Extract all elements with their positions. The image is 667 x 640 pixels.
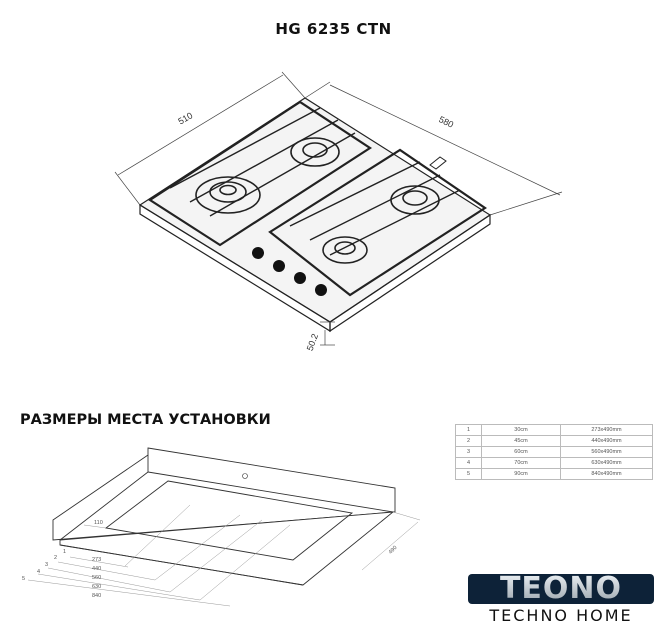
svg-text:630: 630	[92, 584, 101, 590]
width-dims: 273 440 560 630 840 1 2 3 4 5	[22, 549, 101, 599]
hob-drawing	[114, 71, 563, 346]
logo-sub-text: TECHNO HOME	[489, 606, 633, 625]
dim-cutout-depth: 490	[388, 545, 399, 556]
svg-text:3: 3	[45, 562, 48, 568]
dim-depth: 580	[437, 114, 455, 130]
dim-width: 510	[176, 110, 194, 126]
svg-text:4: 4	[37, 569, 40, 575]
svg-text:5: 5	[22, 576, 25, 582]
cutout-drawing	[27, 447, 421, 607]
svg-text:560: 560	[92, 575, 101, 581]
knobs	[252, 247, 327, 296]
page-title: HG 6235 CTN	[275, 20, 392, 38]
logo-main-text: TEONO	[499, 571, 623, 606]
dim-offset: 110	[94, 520, 103, 526]
svg-text:2: 2	[54, 555, 57, 561]
svg-text:840: 840	[92, 593, 101, 599]
brand-logo: TEONO TECHNO HOME	[468, 574, 654, 625]
svg-text:440: 440	[92, 566, 101, 572]
dim-height: 50.2	[305, 332, 320, 352]
svg-text:1: 1	[63, 549, 66, 555]
svg-text:273: 273	[92, 557, 101, 563]
install-title: РАЗМЕРЫ МЕСТА УСТАНОВКИ	[20, 412, 271, 428]
